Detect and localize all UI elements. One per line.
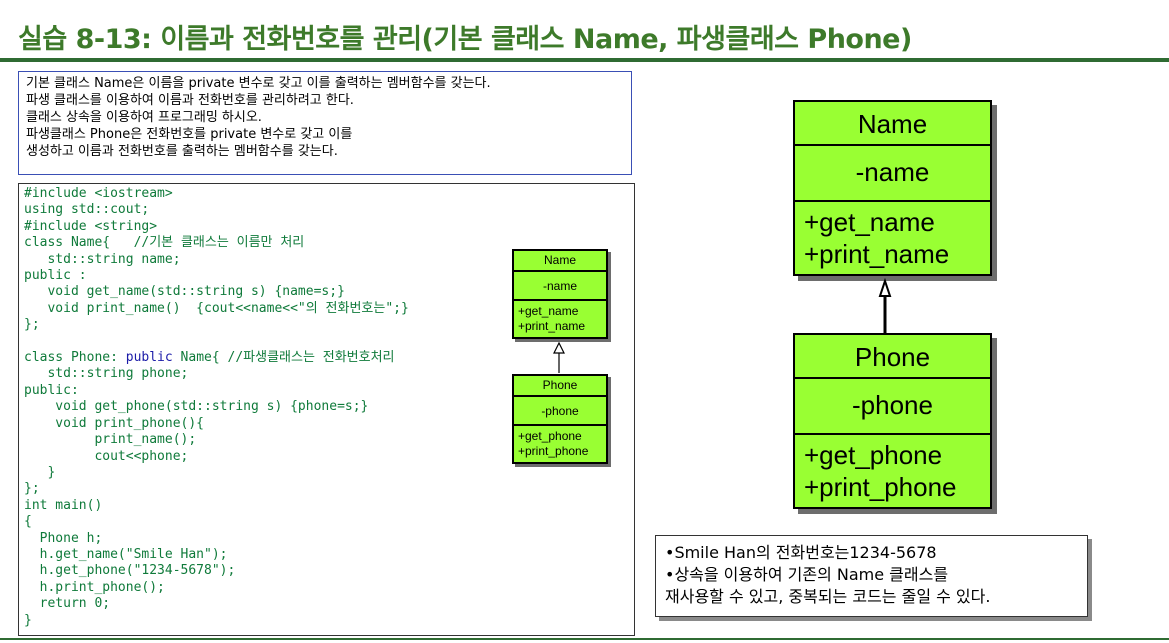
uml-attribute: -name bbox=[514, 272, 606, 301]
uml-class-header: Name bbox=[795, 102, 990, 146]
code-line: public: bbox=[24, 382, 79, 398]
code-line: cout<<phone; bbox=[24, 448, 189, 464]
code-line: class Name{ //기본 클래스는 이름만 처리 bbox=[24, 235, 305, 251]
code-line: std::string name; bbox=[24, 251, 181, 267]
uml-attribute: -phone bbox=[795, 379, 990, 435]
note-line: •상속을 이용하여 기존의 Name 클래스를 bbox=[665, 565, 949, 584]
description-line: 클래스 상속을 이용하여 프로그래밍 하시오. bbox=[26, 110, 262, 125]
large-uml-phone-class: Phone -phone +get_phone +print_phone bbox=[793, 333, 992, 509]
uml-operation: +print_name bbox=[804, 239, 950, 269]
uml-operation: +get_phone bbox=[804, 440, 943, 470]
code-line: #include <string> bbox=[24, 218, 158, 234]
description-line: 생성하고 이름과 전화번호를 출력하는 멤버함수를 갖는다. bbox=[26, 144, 338, 159]
note-line: •Smile Han의 전화번호는1234-5678 bbox=[665, 543, 937, 562]
code-line: using std::cout; bbox=[24, 202, 150, 218]
uml-class-header: Name bbox=[514, 251, 606, 272]
description-line: 파생클래스 Phone은 전화번호를 private 변수로 갖고 이를 bbox=[26, 127, 353, 142]
uml-class-header: Phone bbox=[514, 376, 606, 397]
uml-operation: +get_phone bbox=[518, 429, 582, 443]
uml-operation: +get_name bbox=[804, 207, 935, 237]
uml-operations: +get_name +print_name bbox=[795, 202, 990, 274]
uml-operations: +get_phone +print_phone bbox=[795, 435, 990, 507]
code-line: void print_name() {cout<<name<<"의 전화번호는"… bbox=[24, 300, 409, 316]
uml-operation: +get_name bbox=[518, 304, 579, 318]
large-inheritance-arrowhead bbox=[878, 277, 892, 297]
code-line: h.get_name("Smile Han"); bbox=[24, 546, 228, 562]
code-line: h.print_phone(); bbox=[24, 579, 165, 595]
large-uml-name-class: Name -name +get_name +print_name bbox=[793, 100, 992, 276]
code-line: void print_phone(){ bbox=[24, 415, 205, 431]
code-line: return 0; bbox=[24, 596, 111, 612]
uml-class-header: Phone bbox=[795, 335, 990, 379]
uml-operations: +get_phone +print_phone bbox=[514, 426, 606, 462]
code-line: public : bbox=[24, 268, 87, 284]
code-listing: #include <iostream> using std::cout; #in… bbox=[18, 183, 635, 636]
problem-description: 기본 클래스 Name은 이름을 private 변수로 갖고 이를 출력하는 … bbox=[18, 71, 632, 175]
code-line: } bbox=[24, 612, 32, 628]
code-line: print_name(); bbox=[24, 432, 197, 448]
small-inheritance-arrowhead bbox=[553, 341, 565, 354]
description-line: 파생 클래스를 이용하여 이름과 전화번호를 관리하려고 한다. bbox=[26, 93, 354, 108]
code-line: h.get_phone("1234-5678"); bbox=[24, 563, 236, 579]
title-underline-bar bbox=[0, 58, 1169, 62]
code-line: void get_phone(std::string s) {phone=s;} bbox=[24, 399, 369, 415]
result-note: •Smile Han의 전화번호는1234-5678 •상속을 이용하여 기존의… bbox=[655, 535, 1088, 617]
code-line: }; bbox=[24, 317, 40, 333]
code-line: Phone h; bbox=[24, 530, 103, 546]
code-line: #include <iostream> bbox=[24, 186, 173, 201]
code-line: std::string phone; bbox=[24, 366, 189, 382]
description-line: 기본 클래스 Name은 이름을 private 변수로 갖고 이를 출력하는 … bbox=[26, 76, 491, 91]
code-line: }; bbox=[24, 481, 40, 497]
uml-operation: +print_name bbox=[518, 319, 586, 333]
small-uml-name-class: Name -name +get_name +print_name bbox=[512, 249, 608, 339]
uml-operation: +print_phone bbox=[804, 472, 957, 502]
code-line: int main() bbox=[24, 497, 103, 513]
code-line: Name{ //파생클래스는 전화번호처리 bbox=[172, 350, 395, 366]
small-uml-phone-class: Phone -phone +get_phone +print_phone bbox=[512, 374, 608, 464]
note-line: 재사용할 수 있고, 중복되는 코드는 줄일 수 있다. bbox=[665, 587, 991, 606]
code-line: void get_name(std::string s) {name=s;} bbox=[24, 284, 345, 300]
slide-title: 실습 8-13: 이름과 전화번호를 관리(기본 클래스 Name, 파생클래스… bbox=[18, 24, 912, 55]
bottom-bar bbox=[0, 638, 1169, 640]
uml-operation: +print_phone bbox=[518, 444, 589, 458]
code-line: class Phone: bbox=[24, 350, 126, 366]
uml-attribute: -phone bbox=[514, 397, 606, 426]
code-line: } bbox=[24, 464, 56, 480]
uml-attribute: -name bbox=[795, 146, 990, 202]
uml-operations: +get_name +print_name bbox=[514, 301, 606, 337]
code-keyword: public bbox=[125, 350, 173, 366]
code-line: { bbox=[24, 514, 32, 530]
